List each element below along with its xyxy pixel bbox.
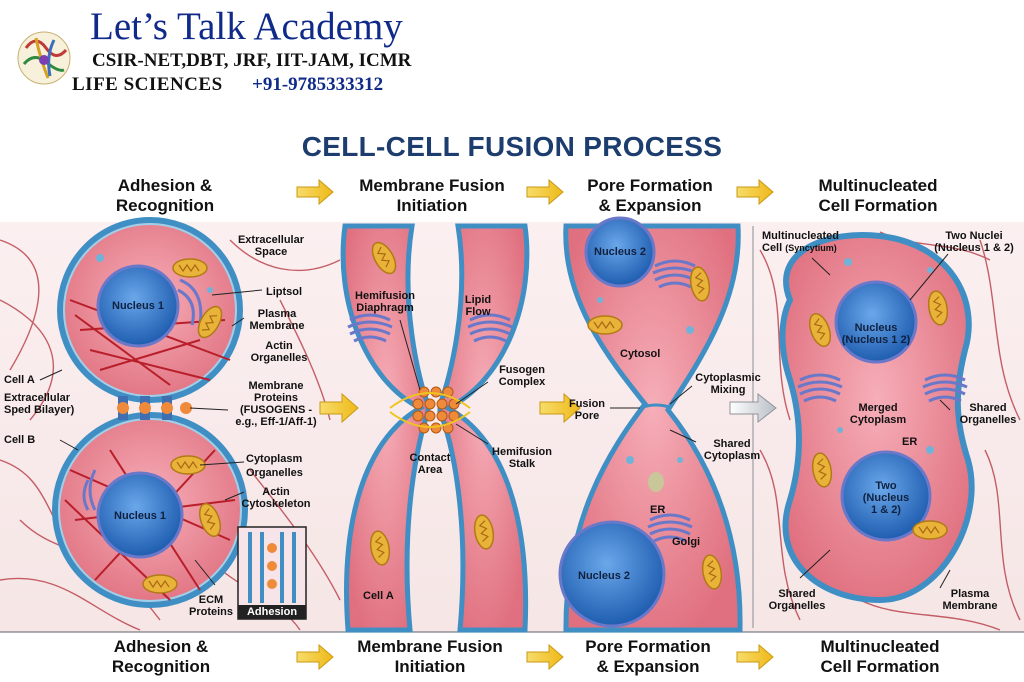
label-two-nuclei: Two Nuclei(Nucleus 1 & 2) [934,230,1014,254]
step-heading-adhesion: Adhesion &Recognition [115,176,215,215]
label-er-panel3: ER [650,504,666,516]
label-cell-b: Cell B [4,434,36,446]
label-nucleus-1-top: Nucleus 1 [112,300,164,312]
label-nucleus-2-bottom: Nucleus 2 [578,570,630,582]
brand-life-sciences: LIFE SCIENCES [72,74,223,95]
diagram-title: CELL-CELL FUSION PROCESS [301,131,723,162]
label-adhesion-inset: Adhesion [246,606,298,618]
step-heading-pore-formation: Pore Formation& Expansion [587,176,713,215]
label-organelles: Organelles [246,467,303,479]
label-golgi: Golgi [672,536,701,548]
brand-title: Let’s Talk Academy [90,5,403,48]
label-cytoplasm: Cytoplasm [246,453,303,465]
label-liptsol: Liptsol [266,286,303,298]
label-er-panel4: ER [902,436,918,448]
label-multinucleated-cell: Multinucleated Cell (Syncytium) [762,230,840,254]
label-nucleus-1-bottom: Nucleus 1 [114,510,166,522]
label-cell-a: Cell A [4,374,35,386]
academy-logo [17,31,71,85]
brand-phone: +91-9785333312 [252,74,384,95]
step-footer-pore-formation: Pore Formation& Expansion [585,637,711,676]
label-cytosol: Cytosol [620,348,661,360]
label-nucleus-2-top: Nucleus 2 [594,246,646,258]
step-footer-adhesion: Adhesion &Recognition [111,637,211,676]
label-cell-a-panel2: Cell A [363,590,394,602]
label-nucleus-merged-top: Nucleus(Nucleus 1 2) [841,322,911,346]
brand-subtitle: CSIR-NET,DBT, JRF, IIT-JAM, ICMR [92,50,412,71]
